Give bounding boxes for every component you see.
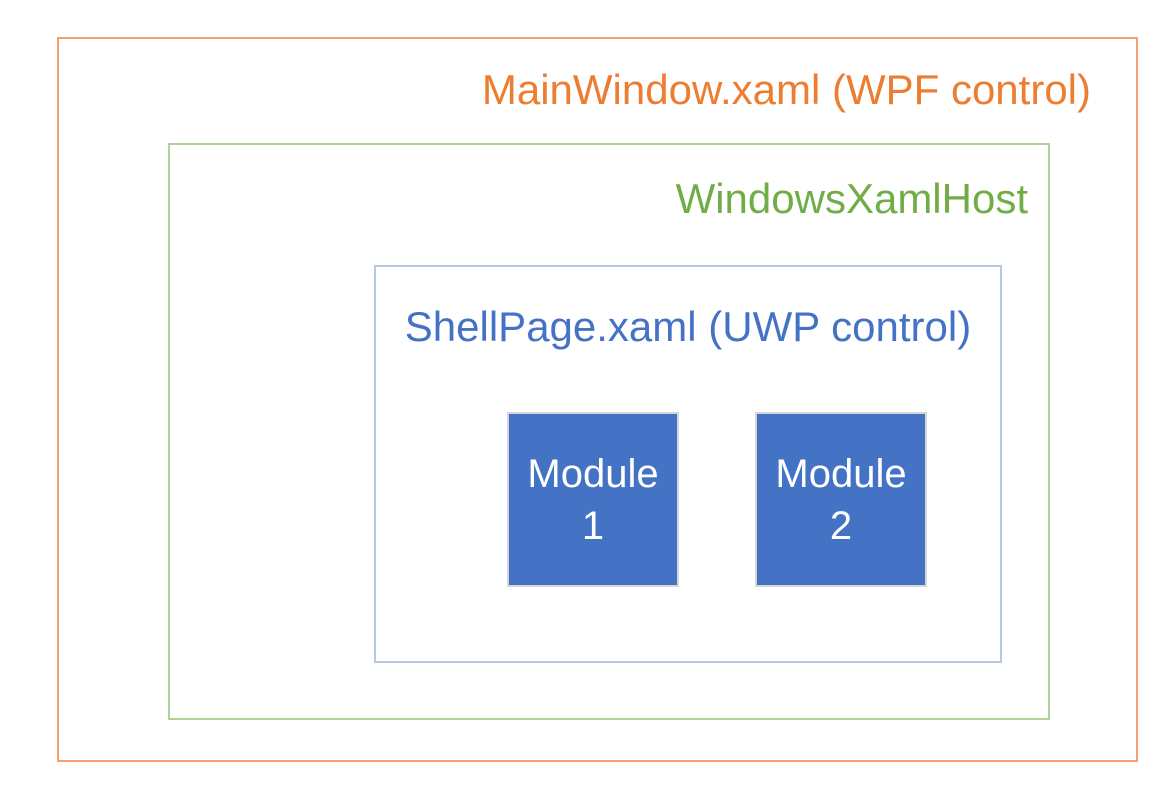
windowsxamlhost-label: WindowsXamlHost <box>675 175 1028 222</box>
mainwindow-label: MainWindow.xaml (WPF control) <box>481 66 1091 113</box>
shellpage-label: ShellPage.xaml (UWP control) <box>404 303 972 350</box>
mainwindow-box: MainWindow.xaml (WPF control) WindowsXam… <box>57 37 1138 762</box>
module-1-box: Module 1 <box>507 412 679 587</box>
module-1-label: Module 1 <box>527 451 659 548</box>
module-2-label: Module 2 <box>775 451 907 548</box>
windowsxamlhost-box: WindowsXamlHost ShellPage.xaml (UWP cont… <box>168 143 1050 720</box>
module-2-box: Module 2 <box>755 412 927 587</box>
shellpage-box: ShellPage.xaml (UWP control) Module 1 Mo… <box>374 265 1002 663</box>
